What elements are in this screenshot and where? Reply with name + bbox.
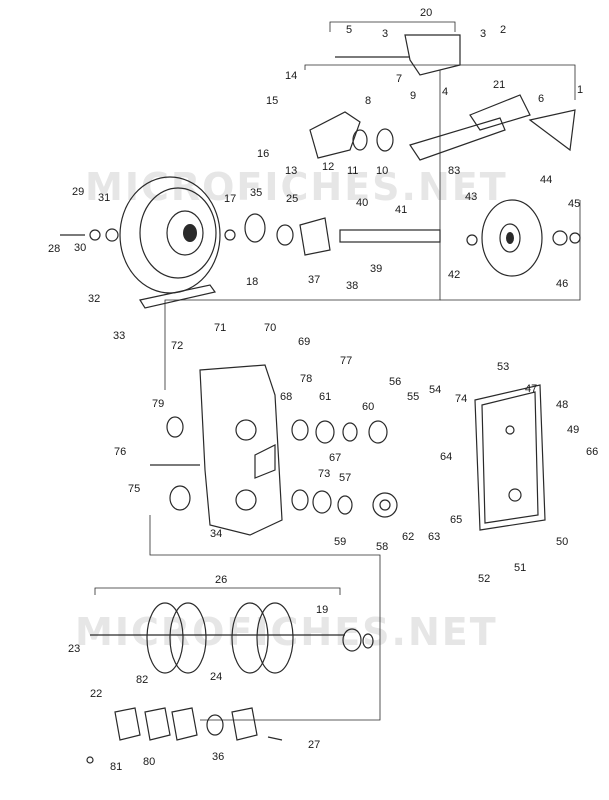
callout: 16 [257, 148, 269, 160]
callout: 4 [442, 86, 448, 98]
callout: 39 [370, 263, 382, 275]
callout: 18 [246, 276, 258, 288]
callout: 64 [440, 451, 452, 463]
chaincase-housing-69 [199, 364, 283, 536]
callout: 35 [250, 187, 262, 199]
callout: 53 [497, 361, 509, 373]
callout: 69 [298, 336, 310, 348]
callout: 28 [48, 243, 60, 255]
callout: 56 [389, 376, 401, 388]
callout: 8 [365, 95, 371, 107]
drive-axle-assembly-26 [90, 602, 374, 674]
callout: 10 [376, 165, 388, 177]
callout: 38 [346, 280, 358, 292]
callout: 23 [68, 643, 80, 655]
callout: 60 [362, 401, 374, 413]
callout: 77 [340, 355, 352, 367]
callout: 71 [214, 322, 226, 334]
belt-33 [139, 284, 217, 309]
upper-linkage [309, 34, 576, 161]
callout: 49 [567, 424, 579, 436]
callout: 46 [556, 278, 568, 290]
callout: 26 [215, 574, 227, 586]
callout: 51 [514, 562, 526, 574]
callout: 37 [308, 274, 320, 286]
callout: 68 [280, 391, 292, 403]
callout: 19 [316, 604, 328, 616]
callout: 14 [285, 70, 297, 82]
callout: 40 [356, 197, 368, 209]
callout: 44 [540, 174, 552, 186]
callout: 30 [74, 242, 86, 254]
shaft-41 [339, 229, 441, 243]
callout: 72 [171, 340, 183, 352]
upper-hardware [60, 213, 581, 256]
callout: 55 [407, 391, 419, 403]
callout: 2 [500, 24, 506, 36]
callout: 9 [410, 90, 416, 102]
callout: 17 [224, 193, 236, 205]
bearing-flanges-bottom [86, 707, 283, 764]
callout: 48 [556, 399, 568, 411]
sprocket-disc-44 [481, 199, 543, 277]
callout: 76 [114, 446, 126, 458]
watermark-top: MICROFICHES.NET [85, 165, 508, 209]
watermark-bottom: MICROFICHES.NET [75, 610, 498, 654]
callout: 29 [72, 186, 84, 198]
chaincase-internals [150, 416, 398, 518]
callout: 20 [420, 7, 432, 19]
callout: 54 [429, 384, 441, 396]
callout: 42 [448, 269, 460, 281]
callout: 47 [525, 383, 537, 395]
callout: 33 [113, 330, 125, 342]
callout: 73 [318, 468, 330, 480]
callout: 63 [428, 531, 440, 543]
callout: 59 [334, 536, 346, 548]
callout: 80 [143, 756, 155, 768]
callout: 25 [286, 193, 298, 205]
callout: 11 [347, 165, 358, 177]
callout: 41 [395, 204, 407, 216]
callout: 83 [448, 165, 460, 177]
chaincase-cover-53 [474, 384, 546, 531]
callout: 34 [210, 528, 222, 540]
callout: 61 [319, 391, 331, 403]
callout: 21 [493, 79, 505, 91]
callout: 27 [308, 739, 320, 751]
callout: 7 [396, 73, 402, 85]
callout: 24 [210, 671, 222, 683]
callout: 5 [346, 24, 352, 36]
callout: 3 [480, 28, 486, 40]
callout: 22 [90, 688, 102, 700]
callout: 32 [88, 293, 100, 305]
callout: 82 [136, 674, 148, 686]
callout-labels: 20 5 3 2 3 4 7 14 9 8 21 6 1 15 16 12 11… [48, 7, 598, 773]
callout: 3 [382, 28, 388, 40]
callout: 70 [264, 322, 276, 334]
callout: 13 [285, 165, 297, 177]
callout: 1 [577, 84, 583, 96]
callout: 31 [98, 192, 110, 204]
callout: 6 [538, 93, 544, 105]
callout: 65 [450, 514, 462, 526]
callout: 57 [339, 472, 351, 484]
callout: 43 [465, 191, 477, 203]
callout: 12 [322, 161, 334, 173]
callout: 81 [110, 761, 122, 773]
callout: 58 [376, 541, 388, 553]
callout: 15 [266, 95, 278, 107]
callout: 74 [455, 393, 467, 405]
callout: 45 [568, 198, 580, 210]
callout: 75 [128, 483, 140, 495]
callout: 79 [152, 398, 164, 410]
callout: 66 [586, 446, 598, 458]
callout: 50 [556, 536, 568, 548]
callout: 62 [402, 531, 414, 543]
callout: 36 [212, 751, 224, 763]
callout: 78 [300, 373, 312, 385]
callout: 52 [478, 573, 490, 585]
assembly-boundary-lines [94, 21, 581, 721]
callout: 67 [329, 452, 341, 464]
